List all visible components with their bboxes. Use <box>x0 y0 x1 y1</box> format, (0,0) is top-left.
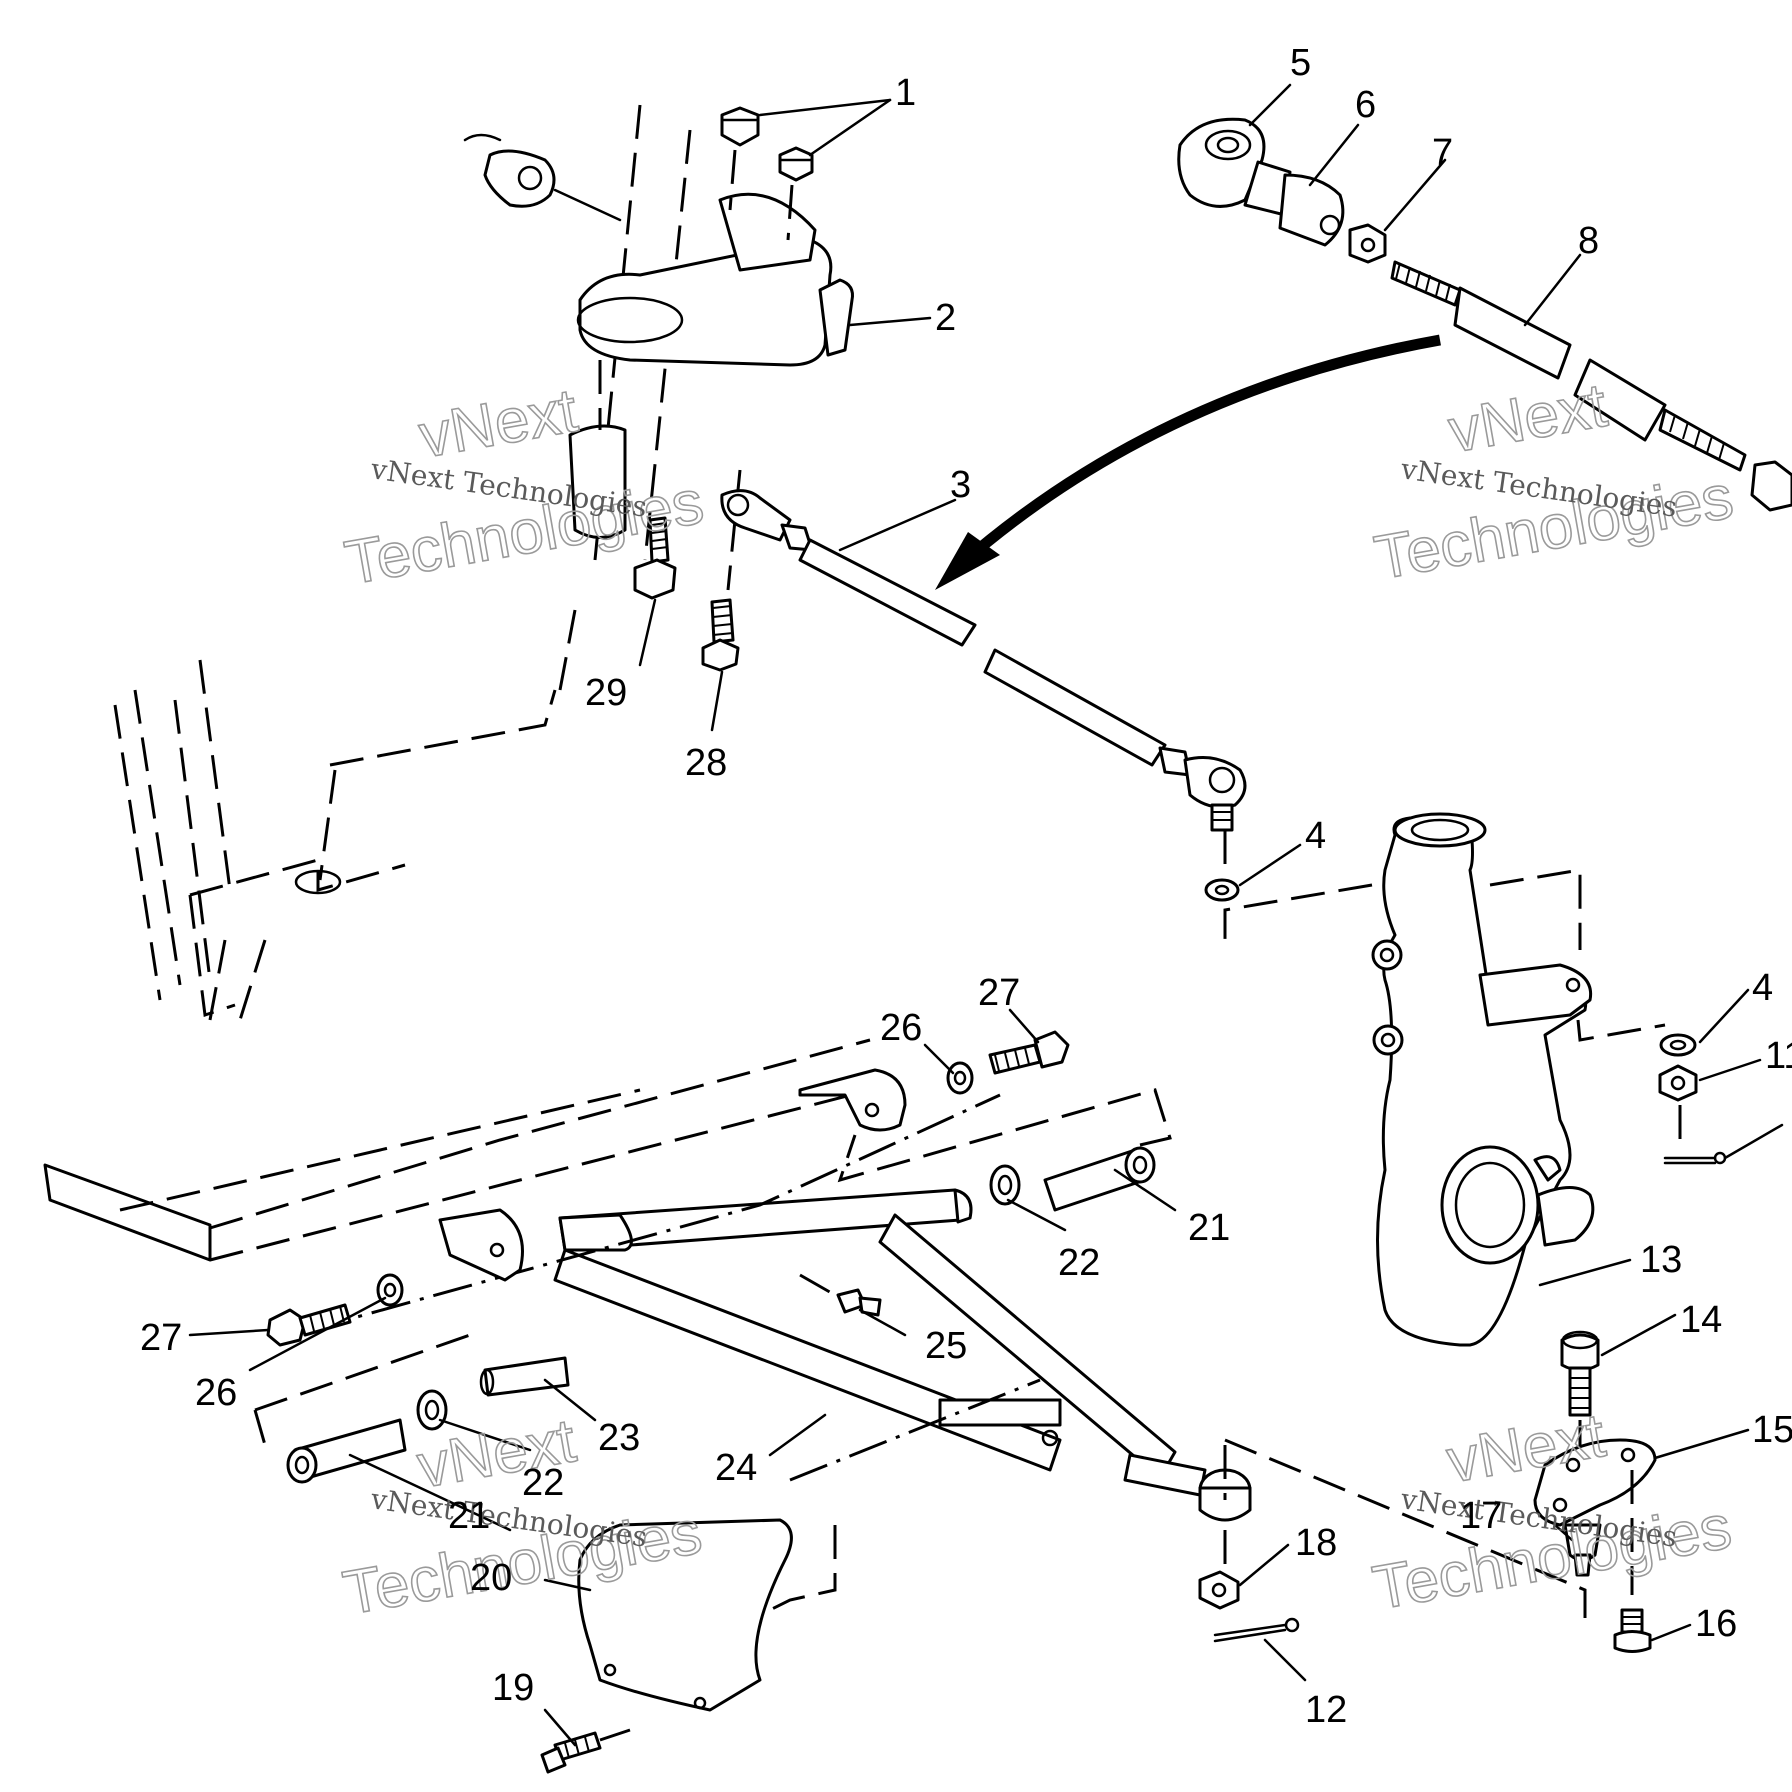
pivot-tube-23 <box>479 1356 570 1397</box>
callout-29: 29 <box>585 672 627 714</box>
jam-sleeve-6 <box>1243 160 1345 247</box>
grease-fitting-25 <box>799 1273 882 1317</box>
callout-18: 18 <box>1295 1522 1337 1564</box>
cotter-pin-12 <box>1213 1617 1300 1643</box>
frame-rail-lower <box>43 1038 891 1282</box>
nut-18 <box>1198 1570 1240 1610</box>
callout-8: 8 <box>1578 220 1599 262</box>
tie-rod-end-5 <box>1177 117 1266 208</box>
callout-14: 14 <box>1680 1299 1722 1341</box>
callout-labels: 1 2 3 4 4 5 6 7 8 11 12 13 14 15 16 17 1… <box>140 42 1792 1731</box>
callout-16: 16 <box>1695 1603 1737 1645</box>
callout-4-upper: 4 <box>1305 815 1326 857</box>
screw-16 <box>1613 1470 1652 1653</box>
bushing-21-left <box>286 1418 407 1484</box>
callout-1: 1 <box>895 72 916 114</box>
direction-arrow <box>935 334 1441 590</box>
callout-22-left: 22 <box>522 1462 564 1504</box>
washer-26-upper <box>946 1061 974 1095</box>
callout-6: 6 <box>1355 84 1376 126</box>
callout-15: 15 <box>1752 1409 1792 1451</box>
callout-7: 7 <box>1432 132 1453 174</box>
bolt-27-lower <box>266 1303 352 1347</box>
cotter-pin-right <box>1663 1151 1727 1165</box>
callout-12: 12 <box>1305 1689 1347 1731</box>
callout-27-lower: 27 <box>140 1317 182 1359</box>
svg-text:vNext: vNext <box>1444 371 1612 466</box>
frame-bracket-upper <box>798 1068 907 1132</box>
ball-joint-plate-15 <box>1533 1438 1657 1527</box>
callout-13: 13 <box>1640 1239 1682 1281</box>
svg-text:vNext: vNext <box>414 376 582 471</box>
callout-5: 5 <box>1290 42 1311 84</box>
washer-22-right <box>989 1164 1021 1206</box>
callout-25: 25 <box>925 1325 967 1367</box>
bolt-29 <box>633 516 677 667</box>
callout-2: 2 <box>935 297 956 339</box>
spindle-guide-lines <box>1223 830 1666 1042</box>
tie-rod-3 <box>720 489 1247 832</box>
skid-plate-20 <box>577 1518 793 1712</box>
callout-26-upper: 26 <box>880 1007 922 1049</box>
adjuster-tube-8 <box>1390 260 1792 512</box>
tie-rod-end-detail <box>463 133 622 222</box>
bolt-19 <box>540 1728 631 1774</box>
washer-4-upper <box>1204 878 1240 902</box>
callout-4-right: 4 <box>1752 967 1773 1009</box>
bushing-21-right <box>1043 1146 1156 1212</box>
ball-joint-17 <box>1563 1523 1602 1577</box>
a-arm-24 <box>553 1188 1252 1522</box>
washer-4-right <box>1659 1033 1697 1057</box>
callout-23: 23 <box>598 1417 640 1459</box>
washer-22-left <box>416 1389 448 1431</box>
callout-27-upper: 27 <box>978 972 1020 1014</box>
jam-nut-7 <box>1348 223 1387 264</box>
callout-17: 17 <box>1460 1495 1502 1537</box>
nut-1-left <box>720 106 760 211</box>
callout-3: 3 <box>950 464 971 506</box>
callout-20: 20 <box>470 1557 512 1599</box>
callout-28: 28 <box>685 742 727 784</box>
callout-22-right: 22 <box>1058 1242 1100 1284</box>
callout-19: 19 <box>492 1667 534 1709</box>
callout-24: 24 <box>715 1447 757 1489</box>
a-arm-guide-lines <box>253 1088 1587 1630</box>
callout-21-right: 21 <box>1188 1207 1230 1249</box>
steering-post <box>568 104 854 561</box>
spindle-13 <box>1371 812 1595 1347</box>
callout-11: 11 <box>1765 1035 1792 1077</box>
nut-11 <box>1658 1064 1698 1145</box>
nut-1-right <box>778 146 814 241</box>
leader-lines <box>188 83 1784 1747</box>
bolt-14 <box>1560 1330 1600 1450</box>
callout-26-lower: 26 <box>195 1372 237 1414</box>
bolt-27-upper <box>988 1030 1070 1075</box>
callout-21-left: 21 <box>448 1495 490 1537</box>
frame-outline <box>113 609 577 1021</box>
